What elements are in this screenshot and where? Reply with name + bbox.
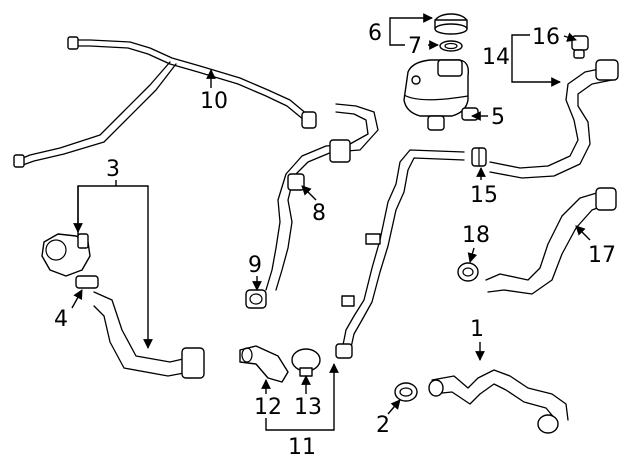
callout-18: 18 xyxy=(462,223,490,248)
part-14-upper-hose xyxy=(489,59,619,179)
callout-5: 5 xyxy=(491,105,505,130)
part-3-housing xyxy=(41,233,91,277)
part-9-clamp xyxy=(245,289,267,309)
callout-4: 4 xyxy=(54,307,68,332)
callout-6: 6 xyxy=(368,21,382,46)
leader-2 xyxy=(387,399,401,415)
leader-6-branch xyxy=(389,31,405,46)
callout-16: 16 xyxy=(532,25,560,50)
part-6-reservoir-cap xyxy=(434,13,468,35)
callout-17: 17 xyxy=(588,243,616,268)
leader-11 xyxy=(265,363,339,431)
leader-18 xyxy=(467,247,478,263)
callout-8: 8 xyxy=(312,201,326,226)
leader-16 xyxy=(563,32,577,42)
leader-14-branch xyxy=(511,34,530,44)
part-10-bypass-hose xyxy=(13,36,317,168)
leader-14 xyxy=(511,44,561,87)
part-4-clamp xyxy=(75,275,99,289)
part-13-clamp xyxy=(291,348,321,377)
leader-3 xyxy=(77,185,153,349)
part-2-clamp xyxy=(394,382,418,402)
callout-2: 2 xyxy=(376,413,390,438)
callout-7: 7 xyxy=(408,34,422,59)
leader-6 xyxy=(389,13,433,31)
callout-3: 3 xyxy=(106,157,120,182)
callout-11: 11 xyxy=(288,435,316,460)
leader-4 xyxy=(71,289,83,309)
callout-15: 15 xyxy=(470,183,498,208)
part-15-clamp xyxy=(471,147,487,167)
part-3-hose xyxy=(93,291,205,379)
part-8-radiator-hose xyxy=(265,103,379,291)
part-12-hose-elbow xyxy=(239,345,289,383)
part-1-hose xyxy=(428,369,569,434)
callout-13: 13 xyxy=(294,395,322,420)
callout-1: 1 xyxy=(470,317,484,342)
leader-8 xyxy=(301,185,317,201)
leader-17 xyxy=(575,225,591,241)
part-16-connector xyxy=(571,35,589,59)
callout-14: 14 xyxy=(482,45,510,70)
part-7-cap-seal xyxy=(439,40,463,52)
part-11-coolant-pipe xyxy=(335,149,465,359)
part-17-lower-hose xyxy=(485,187,617,295)
callout-12: 12 xyxy=(254,395,282,420)
callout-9: 9 xyxy=(248,253,262,278)
part-5-expansion-tank xyxy=(403,59,479,131)
part-18-clamp xyxy=(457,262,479,282)
callout-10: 10 xyxy=(200,89,228,114)
